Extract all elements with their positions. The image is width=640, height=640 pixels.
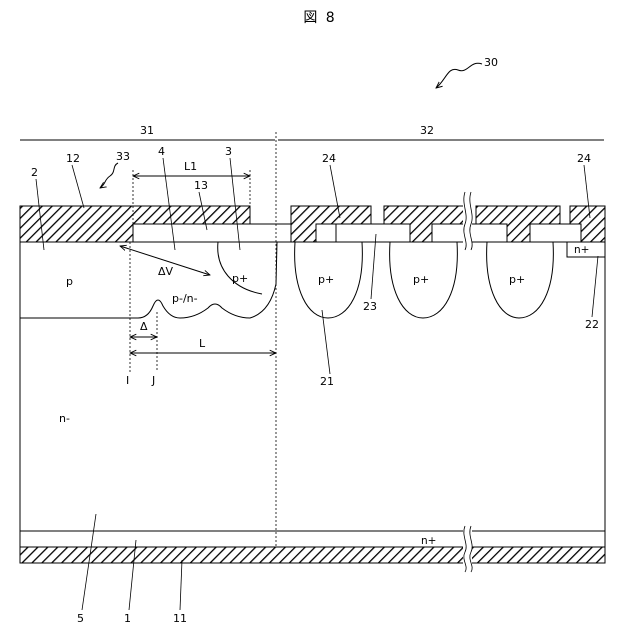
ref-30-leader [436,63,482,88]
i-label: I [126,374,129,387]
nminus-label: n- [59,412,70,425]
insulator-23-a [316,224,336,242]
substrate-body [20,242,605,547]
ref-21-leader [322,310,330,374]
ref-12-leader [72,165,84,208]
ref-3: 3 [225,145,232,158]
nplus-top-label: n+ [574,244,589,256]
figure-title: 図 8 [303,10,336,26]
ref-32: 32 [420,124,434,137]
l1-label: L1 [184,160,197,173]
ref-24-left: 24 [322,152,336,165]
ref-2: 2 [31,166,38,179]
ref-12: 12 [66,152,80,165]
insulator-23-b [336,224,410,242]
p-region-label: p [66,275,73,288]
l-label: L [199,337,206,350]
delta-label: Δ [140,320,148,333]
ref-33-leader [100,163,118,188]
pminus-nminus-label: p-/n- [172,292,198,305]
ref-23: 23 [363,300,377,313]
ref-30: 30 [484,56,498,69]
pplus-main-label: p+ [232,272,248,285]
nplus-bottom-label: n+ [421,535,436,547]
insulator-23-d [530,224,581,242]
ref-5: 5 [77,612,84,625]
ref-13: 13 [194,179,208,192]
delta-v-label: ΔV [158,265,174,278]
ref-24-right: 24 [577,152,591,165]
ref-11: 11 [173,612,187,625]
ref-1: 1 [124,612,131,625]
ref-4: 4 [158,145,165,158]
ref-22: 22 [585,318,599,331]
ref-21: 21 [320,375,334,388]
ref-33: 33 [116,150,130,163]
ref-23-leader [371,234,376,299]
pplus-well-3-label: p+ [509,273,525,286]
j-label: J [151,374,155,387]
ref-31: 31 [140,124,154,137]
pplus-well-1-label: p+ [318,273,334,286]
ref-11-leader [180,560,182,610]
back-electrode [20,547,605,563]
pplus-well-2-label: p+ [413,273,429,286]
insulating-layer [133,224,316,242]
ref-22-leader [592,256,598,317]
